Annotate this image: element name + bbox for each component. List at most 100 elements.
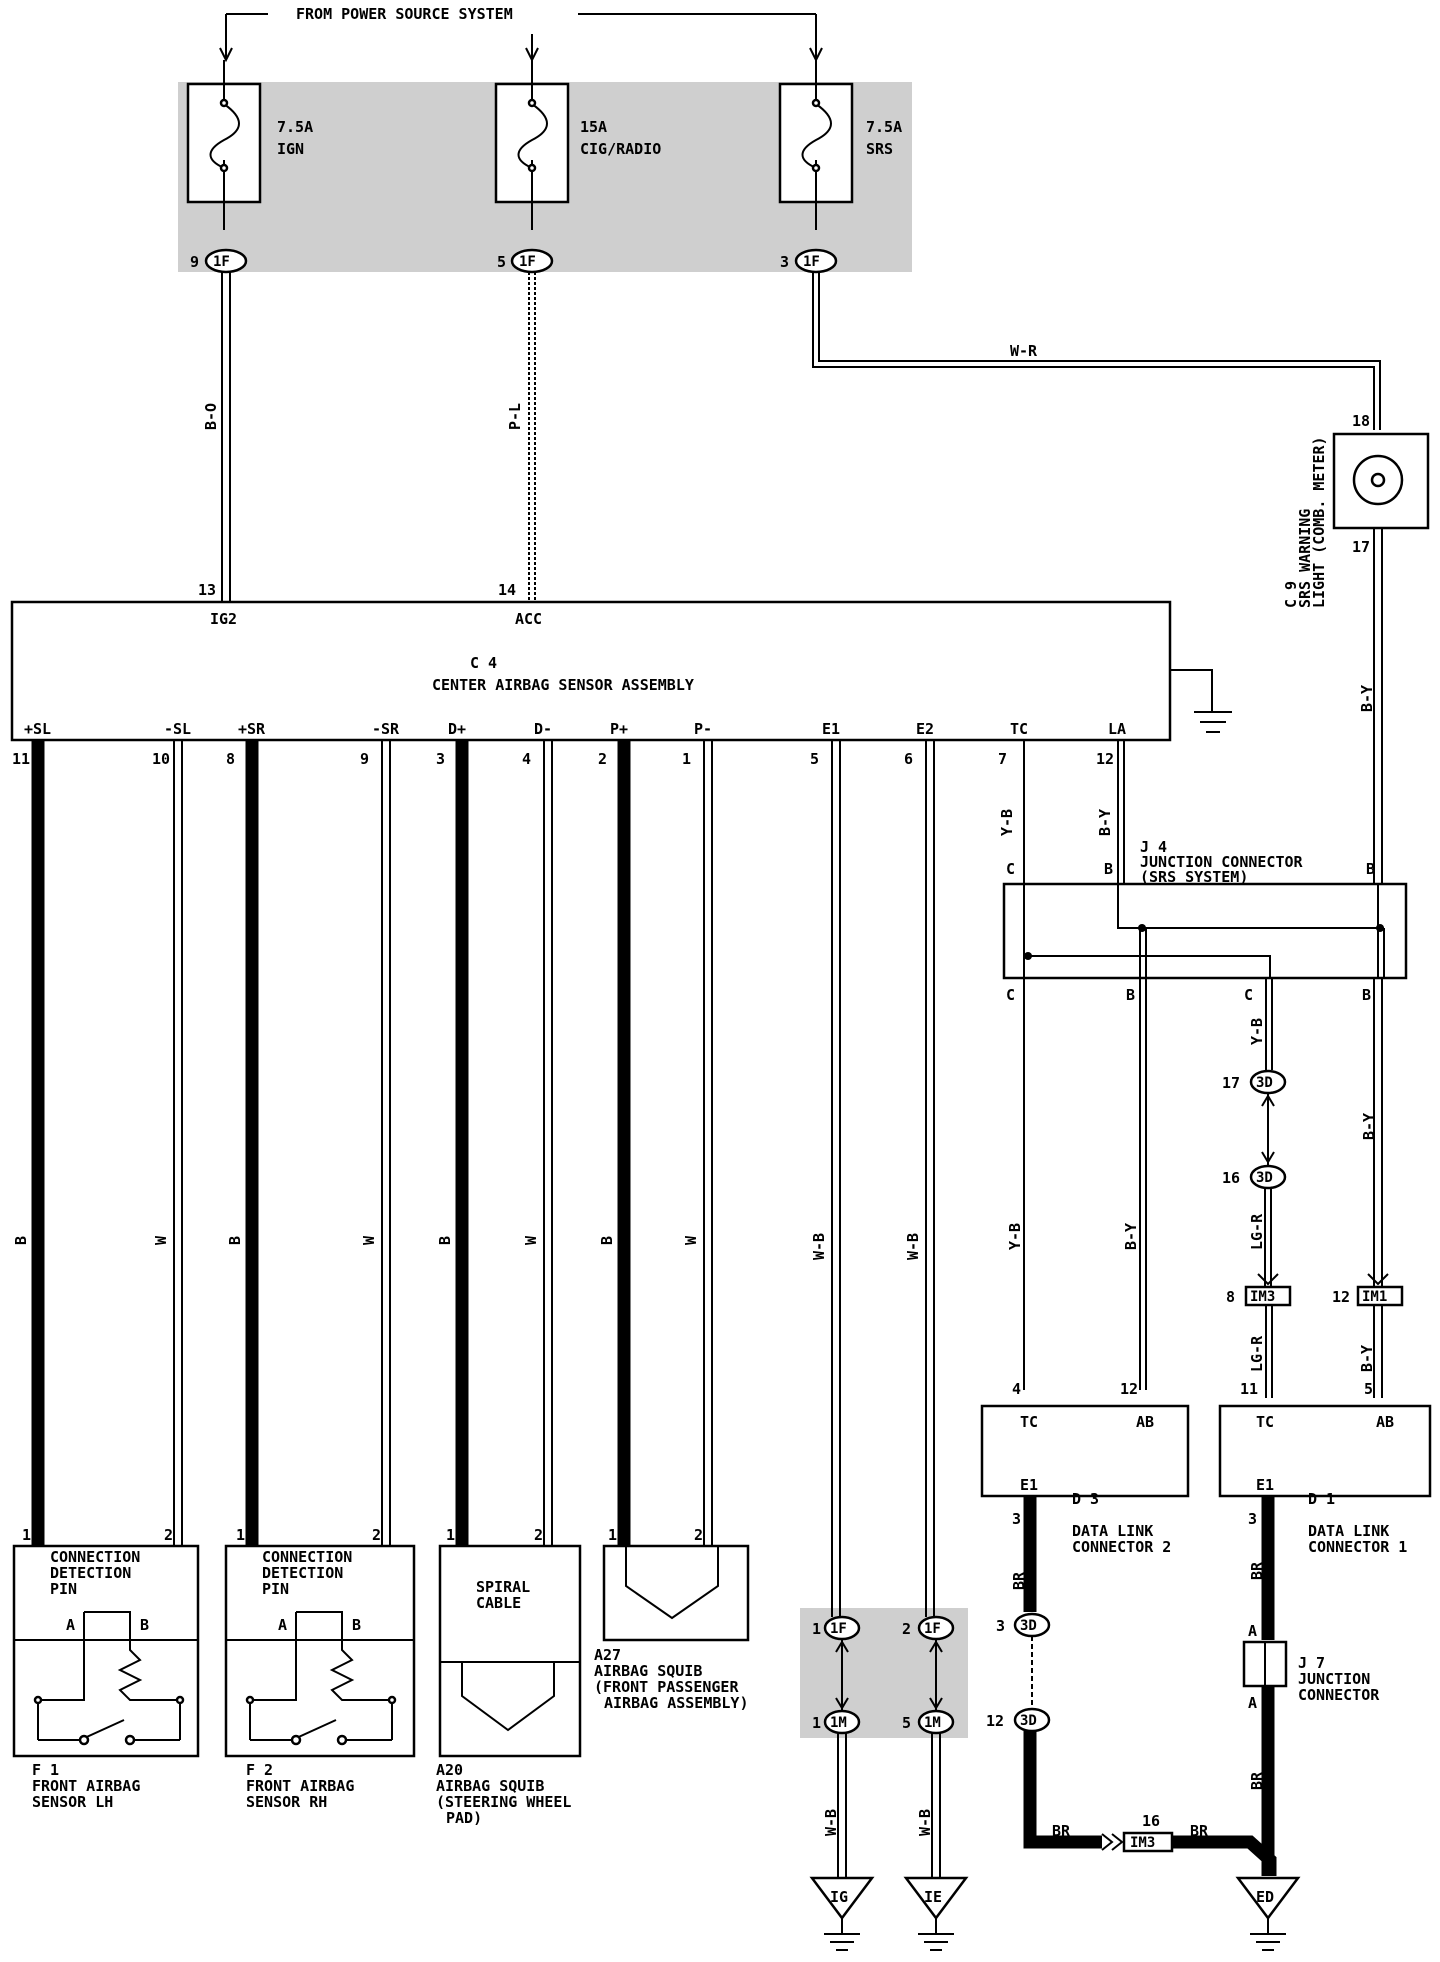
svg-text:D 3: D 3 bbox=[1072, 1490, 1099, 1508]
svg-text:C: C bbox=[1244, 986, 1253, 1004]
svg-text:CENTER AIRBAG SENSOR ASSEMBLY: CENTER AIRBAG SENSOR ASSEMBLY bbox=[432, 676, 694, 694]
svg-text:DATA LINK: DATA LINK bbox=[1308, 1522, 1389, 1540]
svg-text:12: 12 bbox=[1120, 1380, 1138, 1398]
svg-text:PIN: PIN bbox=[50, 1580, 77, 1598]
wire-color-yb3: Y-B bbox=[1248, 1018, 1266, 1045]
terminal-pin: 11 bbox=[12, 750, 30, 768]
svg-text:A: A bbox=[66, 1616, 75, 1634]
svg-text:A27: A27 bbox=[594, 1646, 621, 1664]
wire-w-r bbox=[812, 272, 1381, 430]
svg-text:AB: AB bbox=[1376, 1413, 1394, 1431]
terminal-label: P+ bbox=[610, 720, 628, 738]
svg-text:17: 17 bbox=[1222, 1074, 1240, 1092]
svg-text:(SRS SYSTEM): (SRS SYSTEM) bbox=[1140, 868, 1248, 886]
ground-ie: IE bbox=[903, 1876, 969, 1951]
terminal-wire bbox=[925, 740, 935, 1617]
wire-br-d3b bbox=[1023, 1731, 1102, 1849]
terminal-pin: 7 bbox=[998, 750, 1007, 768]
wire-color-br1: BR bbox=[1010, 1571, 1028, 1590]
wire-color-by4: B-Y bbox=[1358, 1345, 1376, 1372]
terminal-pin: 4 bbox=[522, 750, 531, 768]
sensor-pin: 1 bbox=[446, 1526, 455, 1544]
svg-text:SRS WARNING: SRS WARNING bbox=[1296, 509, 1314, 608]
wire-lg-r bbox=[1257, 1188, 1279, 1286]
svg-text:1F: 1F bbox=[803, 254, 820, 270]
sensor-pin: 1 bbox=[22, 1526, 31, 1544]
terminal-label: D+ bbox=[448, 720, 466, 738]
svg-text:AIRBAG SQUIB: AIRBAG SQUIB bbox=[594, 1662, 702, 1680]
svg-text:5: 5 bbox=[497, 253, 506, 271]
wire-j4-by bbox=[1139, 978, 1147, 1390]
connector-im3-16: IM3 16 bbox=[1122, 1812, 1174, 1853]
connector-1f-5: 1F 5 bbox=[497, 248, 554, 274]
terminal-label: TC bbox=[1010, 720, 1028, 738]
svg-text:A: A bbox=[1248, 1622, 1257, 1640]
svg-text:5: 5 bbox=[1364, 1380, 1373, 1398]
connector-3d-3: 3D 3 bbox=[996, 1612, 1051, 1638]
wire-color: B bbox=[598, 1236, 616, 1245]
svg-text:TC: TC bbox=[1256, 1413, 1274, 1431]
terminal-label: LA bbox=[1108, 720, 1126, 738]
svg-text:PIN: PIN bbox=[262, 1580, 289, 1598]
svg-text:A20: A20 bbox=[436, 1761, 463, 1779]
ground-connectors: 1F 1 1M 1 1F 2 1M 5 bbox=[812, 1615, 955, 1735]
svg-text:J 7: J 7 bbox=[1298, 1654, 1325, 1672]
svg-text:J 4: J 4 bbox=[1140, 838, 1167, 856]
terminal-wire bbox=[173, 740, 183, 1546]
svg-text:B: B bbox=[1362, 986, 1371, 1004]
terminal-label: E2 bbox=[916, 720, 934, 738]
svg-text:E1: E1 bbox=[1020, 1476, 1038, 1494]
svg-text:CIG/RADIO: CIG/RADIO bbox=[580, 140, 661, 158]
svg-text:B: B bbox=[1366, 860, 1375, 878]
sensor-pin: 2 bbox=[372, 1526, 381, 1544]
svg-text:B: B bbox=[1126, 986, 1135, 1004]
svg-text:DATA LINK: DATA LINK bbox=[1072, 1522, 1153, 1540]
svg-text:CONNECTOR 2: CONNECTOR 2 bbox=[1072, 1538, 1171, 1556]
wire-p-l bbox=[528, 272, 536, 602]
connector-3d-17: 3D 17 bbox=[1222, 1069, 1287, 1095]
header-label: FROM POWER SOURCE SYSTEM bbox=[296, 5, 513, 23]
svg-text:CONNECTOR 1: CONNECTOR 1 bbox=[1308, 1538, 1407, 1556]
svg-text:A: A bbox=[278, 1616, 287, 1634]
svg-text:1M: 1M bbox=[924, 1715, 941, 1731]
wire-color-by2: B-Y bbox=[1122, 1223, 1140, 1250]
svg-text:CONNECTOR: CONNECTOR bbox=[1298, 1686, 1380, 1704]
wire-color-wb3: W-B bbox=[822, 1809, 840, 1836]
svg-text:1: 1 bbox=[812, 1714, 821, 1732]
wire-color: B bbox=[436, 1236, 454, 1245]
wire-j4-yb3 bbox=[1265, 978, 1273, 1070]
svg-text:SRS: SRS bbox=[866, 140, 893, 158]
data-link-connector-1: 11 5 TC AB E1 3 D 1 DATA LINK CONNECTOR … bbox=[1218, 1380, 1432, 1556]
junction-connector-j4: J 4 JUNCTION CONNECTOR (SRS SYSTEM) C B … bbox=[1002, 740, 1408, 1004]
wire-color: W bbox=[522, 1235, 540, 1245]
svg-text:IM1: IM1 bbox=[1362, 1289, 1387, 1305]
srs-warning-light: 18 17 C 9 SRS WARNING LIGHT (COMB. METER… bbox=[1282, 412, 1430, 608]
wire-color-w-r: W-R bbox=[1010, 342, 1038, 360]
terminal-label: -SL bbox=[164, 720, 191, 738]
wire-color: W-B bbox=[904, 1233, 922, 1260]
terminal-wire bbox=[703, 740, 713, 1546]
svg-text:11: 11 bbox=[1240, 1380, 1258, 1398]
wire-color: B bbox=[226, 1236, 244, 1245]
svg-text:ED: ED bbox=[1256, 1888, 1274, 1906]
svg-text:18: 18 bbox=[1352, 412, 1370, 430]
svg-text:1F: 1F bbox=[213, 254, 230, 270]
fuse-cig-radio: 15A CIG/RADIO bbox=[494, 60, 661, 230]
svg-text:IG2: IG2 bbox=[210, 610, 237, 628]
arrow-icon bbox=[1101, 1833, 1124, 1851]
svg-text:CONNECTION: CONNECTION bbox=[50, 1548, 140, 1566]
wire-by-d1 bbox=[1373, 1305, 1383, 1398]
connector-im3-8: IM3 8 bbox=[1226, 1285, 1292, 1307]
terminal-pin: 3 bbox=[436, 750, 445, 768]
ecu-pin-13: 13 bbox=[198, 581, 216, 599]
wire-color: B-Y bbox=[1096, 809, 1114, 836]
wire-color-b-o: B-O bbox=[202, 403, 220, 430]
svg-text:1M: 1M bbox=[830, 1715, 847, 1731]
wire-color: Y-B bbox=[998, 809, 1016, 836]
front-airbag-sensor-rh: CONNECTION DETECTION PIN A B F 2 FRONT A… bbox=[224, 1544, 416, 1811]
sensor-pin: 2 bbox=[694, 1526, 703, 1544]
svg-text:16: 16 bbox=[1222, 1169, 1240, 1187]
svg-text:C 4: C 4 bbox=[470, 654, 497, 672]
wire-color: W-B bbox=[810, 1233, 828, 1260]
